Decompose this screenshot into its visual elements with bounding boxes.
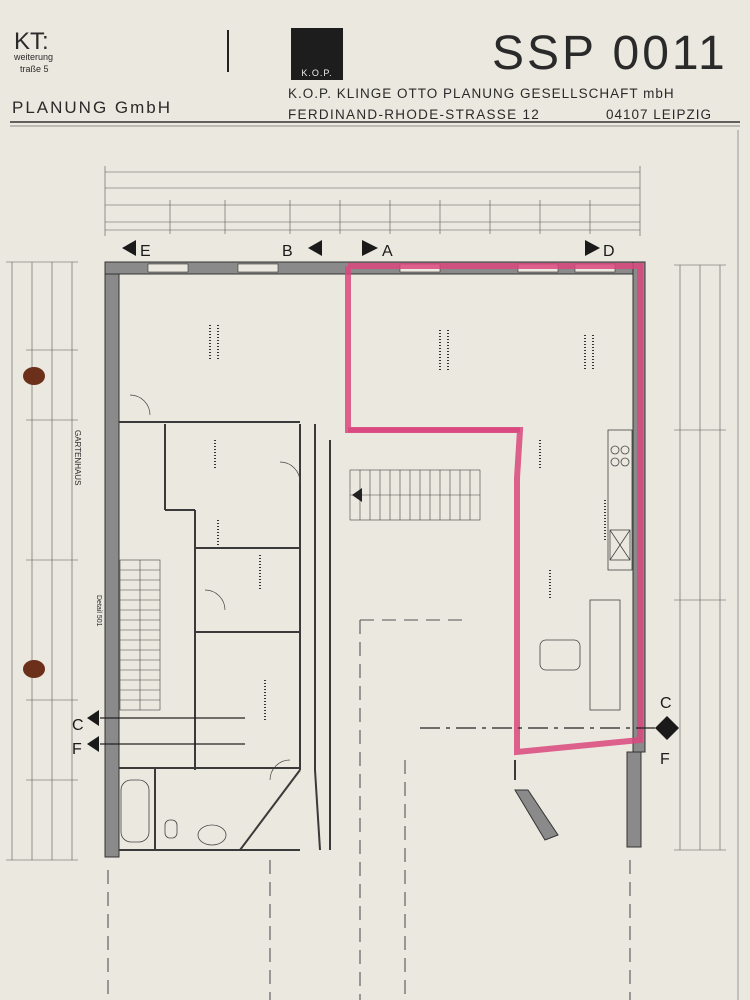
top-dimensions xyxy=(104,166,641,236)
section-labels: E B A D C F C F xyxy=(72,243,672,768)
interior-walls xyxy=(119,421,516,851)
door-swings xyxy=(129,394,301,781)
room-tags xyxy=(209,325,606,720)
lower-walls xyxy=(514,789,559,841)
logo-text: K.O.P. xyxy=(301,68,333,78)
stair-center xyxy=(349,469,481,521)
bathroom-fixtures xyxy=(120,599,621,846)
project-line-2: traße 5 xyxy=(20,64,49,74)
section-label-e: E xyxy=(140,243,151,260)
detail-label: Detail 501 xyxy=(95,595,102,627)
firm-city: 04107 LEIPZIG xyxy=(606,107,713,122)
section-label-d: D xyxy=(603,243,615,260)
section-marker-triangles xyxy=(87,240,679,752)
section-label-b: B xyxy=(282,243,293,260)
stair-arrow xyxy=(352,488,362,502)
section-label-c-right: C xyxy=(660,695,672,712)
section-label-f-right: F xyxy=(660,751,670,768)
kop-logo: K.O.P. xyxy=(291,28,343,80)
punch-hole-top xyxy=(23,367,45,385)
section-label-c-left: C xyxy=(72,717,84,734)
section-label-f-left: F xyxy=(72,741,82,758)
punch-hole-bottom xyxy=(23,660,45,678)
right-dimensions xyxy=(674,264,726,851)
project-line-1: weiterung xyxy=(14,52,54,62)
kitchen-counter xyxy=(607,429,633,571)
highlighted-unit xyxy=(345,263,643,756)
section-lines xyxy=(100,717,655,745)
gartenhaus-label: GARTENHAUS xyxy=(73,430,82,486)
firm-name: K.O.P. KLINGE OTTO PLANUNG GESELLSCHAFT … xyxy=(288,86,675,101)
planung-label: PLANUNG GmbH xyxy=(12,98,173,117)
terrace-outline xyxy=(107,619,631,1000)
stair-left xyxy=(119,559,161,711)
sheet-number: SSP 0011 xyxy=(492,27,728,80)
section-label-a: A xyxy=(382,243,393,260)
left-dimensions xyxy=(6,261,78,861)
firm-street: FERDINAND-RHODE-STRASSE 12 xyxy=(288,107,541,122)
project-label: KT: xyxy=(14,28,49,55)
